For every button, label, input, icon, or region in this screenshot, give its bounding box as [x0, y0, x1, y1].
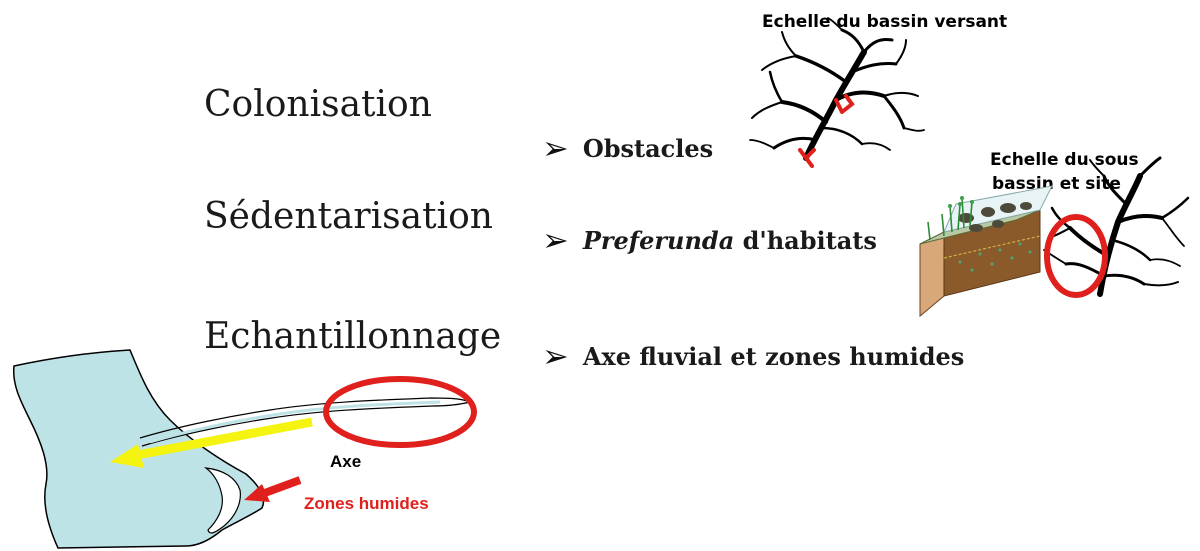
- preferunda-rest: d'habitats: [734, 225, 877, 255]
- arrow-bullet-icon: ➢: [542, 129, 569, 167]
- arrow-bullet-icon: ➢: [542, 221, 569, 259]
- label-sous-bassin-line1: Echelle du sous: [990, 150, 1139, 170]
- label-zones-humides: Zones humides: [304, 494, 429, 513]
- bullet-axe-fluvial-text: Axe fluvial et zones humides: [582, 341, 965, 371]
- bullet-axe-fluvial: ➢ Axe fluvial et zones humides: [542, 340, 964, 372]
- preferunda-italic: Preferunda: [582, 225, 735, 255]
- arrow-bullet-icon: ➢: [542, 337, 569, 375]
- label-sous-bassin-line2: bassin et site: [992, 174, 1121, 194]
- bullet-obstacles-text: Obstacles: [582, 133, 714, 163]
- axe-arrow-icon: [110, 417, 313, 468]
- zones-humides-arrow-icon: [244, 476, 302, 502]
- label-axe: Axe: [330, 452, 362, 471]
- label-bassin-versant: Echelle du bassin versant: [762, 12, 1008, 32]
- heading-echantillonnage: Echantillonnage: [204, 316, 502, 357]
- bullet-preferunda-text: Preferunda d'habitats: [583, 226, 877, 255]
- bullet-obstacles: ➢ Obstacles: [542, 132, 713, 164]
- heading-colonisation: Colonisation: [204, 84, 432, 125]
- heading-sedentarisation: Sédentarisation: [204, 196, 493, 237]
- bullet-preferunda: ➢ Preferunda d'habitats: [542, 224, 877, 256]
